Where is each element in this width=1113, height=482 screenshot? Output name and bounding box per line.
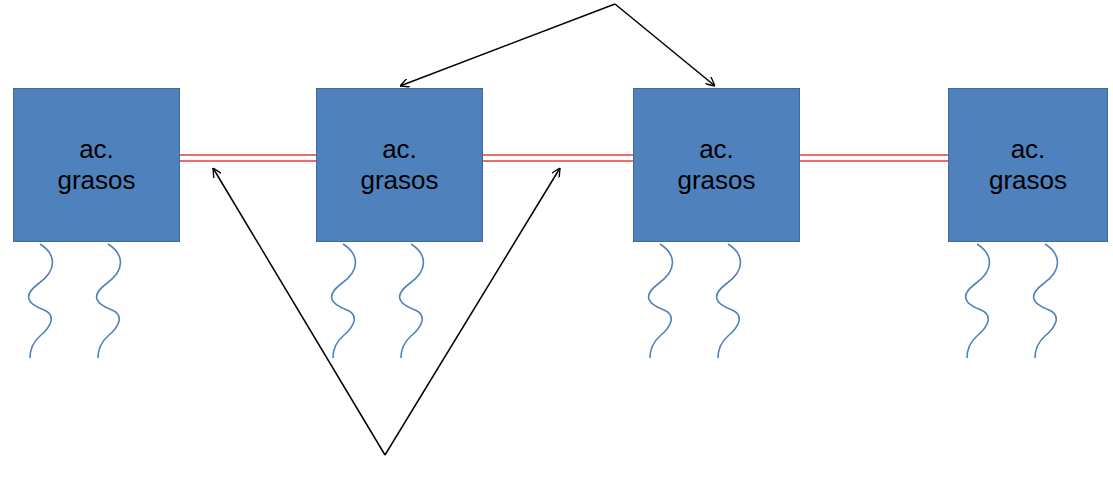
bond-stroke [180,154,316,155]
process-box: ac. grasos [948,88,1108,242]
box-label: ac. grasos [42,134,152,196]
process-box: ac. grasos [13,88,180,242]
process-box: ac. grasos [316,88,483,242]
bond-double-line [180,155,316,161]
bond-double-line [800,155,948,161]
bond-stroke [800,160,948,161]
box-label: ac. grasos [973,134,1083,196]
bond-double-line [483,155,633,161]
box-label: ac. grasos [345,134,455,196]
box-label: ac. grasos [662,134,772,196]
fatty-acid-tails [29,244,1058,358]
bond-stroke [180,160,316,161]
bond-stroke [800,154,948,155]
bond-stroke [483,154,633,155]
process-box: ac. grasos [633,88,800,242]
bond-stroke [483,160,633,161]
